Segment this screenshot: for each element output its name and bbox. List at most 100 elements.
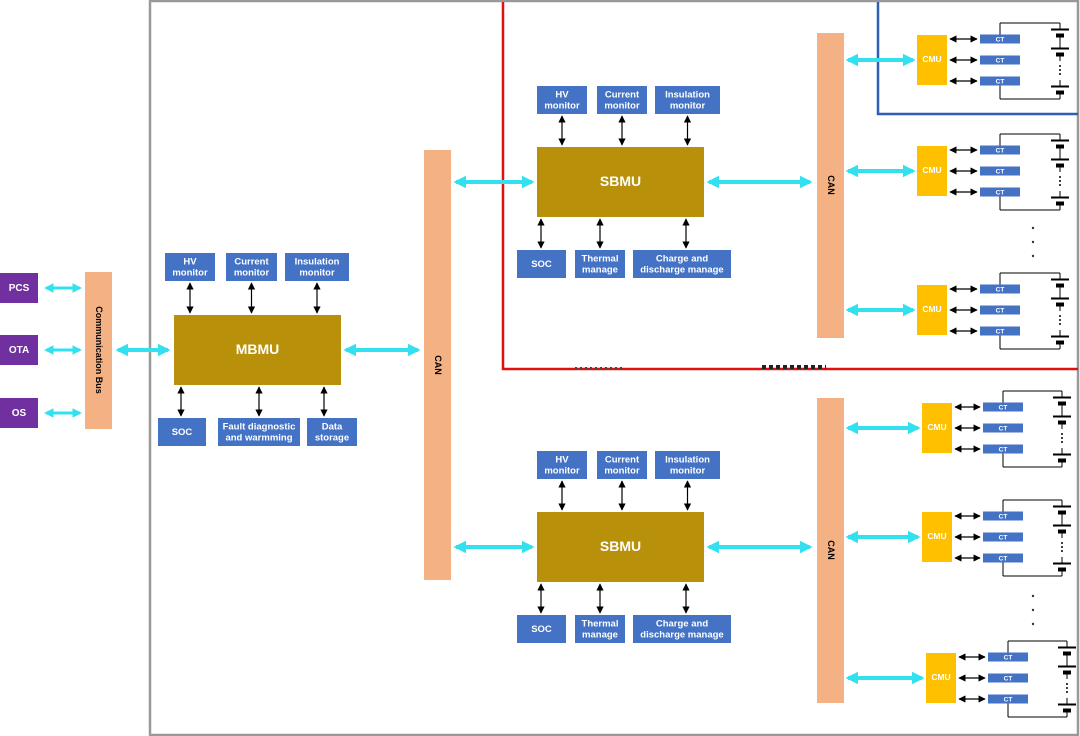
cmu-label-3: CMU	[922, 304, 941, 314]
ct-label: CT	[999, 555, 1008, 562]
sbmu1-bottom-box-2	[633, 250, 731, 278]
mbmu-block	[174, 315, 341, 385]
sbmu2-bottom-box-0	[517, 615, 566, 643]
sbmu1-top-box-1	[597, 86, 647, 114]
sbmu1-bottom-box-1	[575, 250, 625, 278]
external-box-pcs	[0, 273, 38, 303]
ct-label: CT	[999, 425, 1008, 432]
external-label-os: OS	[12, 408, 27, 419]
ellipsis-dot	[1031, 608, 1035, 612]
cmu-label-1: CMU	[922, 54, 941, 64]
ct-box	[980, 284, 1020, 294]
external-box-os	[0, 398, 38, 428]
main-can-label: CAN	[433, 355, 443, 375]
cmu-label-6: CMU	[931, 672, 950, 682]
ct-box	[988, 694, 1028, 704]
ct-label: CT	[999, 446, 1008, 453]
sbmu2-top-box-1	[597, 451, 647, 479]
communication-bus-label: Communication Bus	[94, 306, 104, 394]
mbmu-top-box-0	[165, 253, 215, 281]
ct-label: CT	[996, 286, 1005, 293]
mbmu-bottom-box-0	[158, 418, 206, 446]
ct-label: CT	[999, 534, 1008, 541]
ct-label: CT	[1004, 696, 1013, 703]
cmu-block-4	[922, 403, 952, 453]
external-label-pcs: PCS	[9, 283, 30, 294]
battery-cell-stack	[1053, 500, 1071, 576]
mbmu-bottom-box-2	[307, 418, 357, 446]
cmu-label-2: CMU	[922, 165, 941, 175]
cluster-border-red	[501, 2, 1078, 371]
sub-can-label-2: CAN	[826, 540, 836, 560]
ct-box	[980, 55, 1020, 65]
module-border-blue	[876, 2, 1078, 116]
ct-label: CT	[999, 513, 1008, 520]
cmu-block-6	[926, 653, 956, 703]
ct-box	[980, 145, 1020, 155]
ct-box	[980, 326, 1020, 336]
ct-box	[983, 511, 1023, 521]
battery-cell-stack	[1051, 273, 1069, 349]
ct-label: CT	[996, 328, 1005, 335]
ellipsis-dot	[1031, 622, 1035, 626]
ct-box	[983, 444, 1023, 454]
sub-can-label-1: CAN	[826, 175, 836, 195]
battery-cell-stack	[1053, 391, 1071, 467]
ct-label: CT	[996, 189, 1005, 196]
ct-box	[980, 166, 1020, 176]
ct-label: CT	[1004, 654, 1013, 661]
sbmu2-bottom-box-2	[633, 615, 731, 643]
mbmu-top-box-2	[285, 253, 349, 281]
sub-can-bus-1	[817, 33, 844, 338]
ct-box	[983, 402, 1023, 412]
sbmu1-bottom-box-0	[517, 250, 566, 278]
battery-cell-stack	[1051, 134, 1069, 210]
ct-box	[980, 187, 1020, 197]
ct-label: CT	[996, 147, 1005, 154]
ct-box	[980, 305, 1020, 315]
battery-cell-stack	[1058, 641, 1076, 717]
sbmu1-top-box-0	[537, 86, 587, 114]
ct-box	[983, 532, 1023, 542]
cmu-label-5: CMU	[927, 531, 946, 541]
ct-label: CT	[996, 168, 1005, 175]
sbmu1-bottom-box-0-label: SOC	[531, 259, 552, 270]
ct-label: CT	[1004, 675, 1013, 682]
ellipsis-dot	[1031, 226, 1035, 230]
cmu-block-1	[917, 35, 947, 85]
sbmu-label-2: SBMU	[600, 538, 641, 554]
ct-label: CT	[996, 78, 1005, 85]
main-can-bus	[424, 150, 451, 580]
cmu-label-4: CMU	[927, 422, 946, 432]
sbmu2-top-box-2	[655, 451, 720, 479]
ct-label: CT	[999, 404, 1008, 411]
cmu-block-5	[922, 512, 952, 562]
mbmu-bottom-box-1	[218, 418, 300, 446]
ct-box	[980, 76, 1020, 86]
communication-bus	[85, 272, 112, 429]
ct-box	[983, 553, 1023, 563]
mbmu-label: MBMU	[236, 341, 280, 357]
mbmu-top-box-1	[226, 253, 277, 281]
sub-can-bus-2	[817, 398, 844, 703]
ct-box	[988, 652, 1028, 662]
sbmu1-top-box-2	[655, 86, 720, 114]
sbmu-block-2	[537, 512, 704, 582]
sbmu2-bottom-box-1	[575, 615, 625, 643]
sbmu2-top-box-0	[537, 451, 587, 479]
ellipsis-dot	[1031, 254, 1035, 258]
